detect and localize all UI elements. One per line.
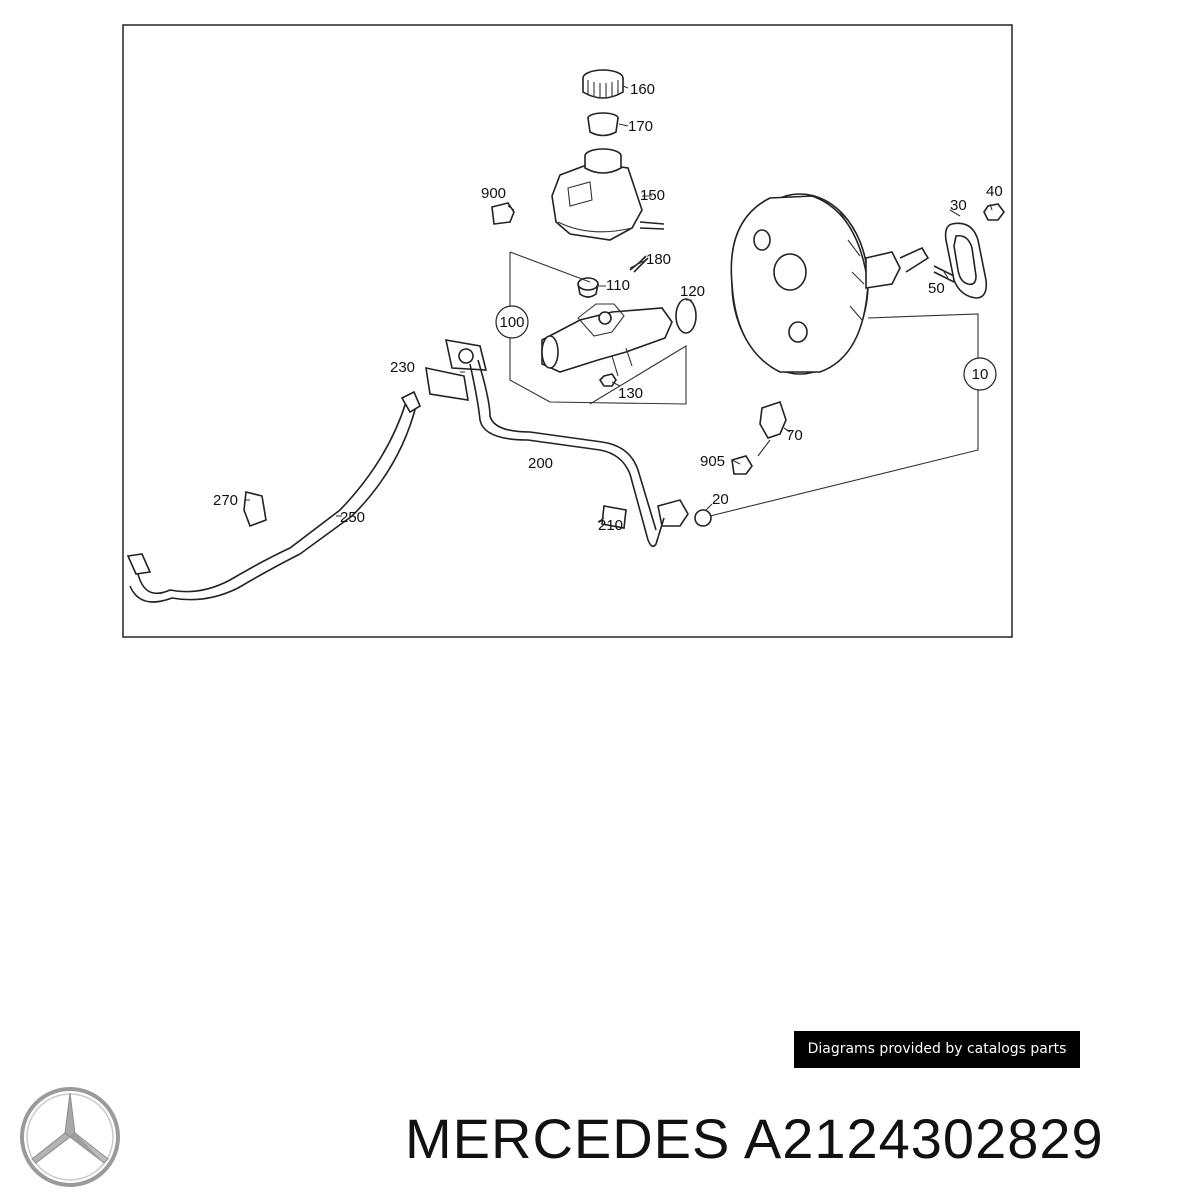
brake-booster (730, 193, 930, 375)
callout-100-circle (495, 305, 529, 339)
callout-170: 170 (628, 118, 653, 135)
nut-130 (598, 373, 617, 387)
hose-250 (131, 401, 407, 595)
mercedes-star-icon (20, 1087, 120, 1187)
callout-10: 10 (972, 366, 989, 383)
part-title: MERCEDES A2124302829 (405, 1107, 1104, 1170)
hose-connector (657, 499, 689, 527)
callout-100: 100 (499, 314, 524, 331)
callout-110: 110 (606, 277, 630, 294)
callout-30: 30 (950, 197, 967, 214)
callout-10-circle (963, 357, 997, 391)
nut-40 (983, 203, 1005, 221)
reservoir-cap (582, 69, 624, 99)
hose-200 (469, 363, 665, 548)
assembly-bracket-100 (509, 251, 687, 405)
clip-900 (491, 202, 515, 225)
valve-210 (601, 505, 627, 529)
bracket-230 (425, 339, 488, 401)
gasket-30 (944, 222, 988, 299)
callout-250: 250 (340, 509, 365, 526)
reservoir-seal (587, 112, 619, 137)
diagram-frame (122, 24, 1013, 638)
callout-150: 150 (640, 187, 665, 204)
callout-270: 270 (213, 492, 238, 509)
callout-40: 40 (986, 183, 1003, 200)
callout-130: 130 (618, 385, 643, 402)
callout-20: 20 (712, 491, 729, 508)
clip-270 (243, 491, 267, 528)
callout-120: 120 (680, 283, 705, 300)
washer-20 (694, 509, 712, 527)
callout-230: 230 (390, 359, 415, 376)
o-ring-120 (675, 298, 697, 334)
master-cylinder (541, 303, 673, 377)
callout-210: 210 (598, 517, 623, 534)
bolt-50 (933, 265, 955, 283)
callout-160: 160 (630, 81, 655, 98)
callout-70: 70 (786, 427, 803, 444)
vacuum-sensor-70 (757, 400, 787, 457)
brake-fluid-reservoir (551, 148, 665, 241)
callout-900: 900 (481, 185, 506, 202)
callout-200: 200 (528, 455, 553, 472)
callout-180: 180 (646, 251, 671, 268)
diagram-credit-badge: Diagrams provided by catalogs parts (794, 1031, 1080, 1068)
callout-50: 50 (928, 280, 945, 297)
callout-905: 905 (700, 453, 725, 470)
clip-905 (731, 455, 753, 475)
grommet-110 (577, 277, 599, 298)
